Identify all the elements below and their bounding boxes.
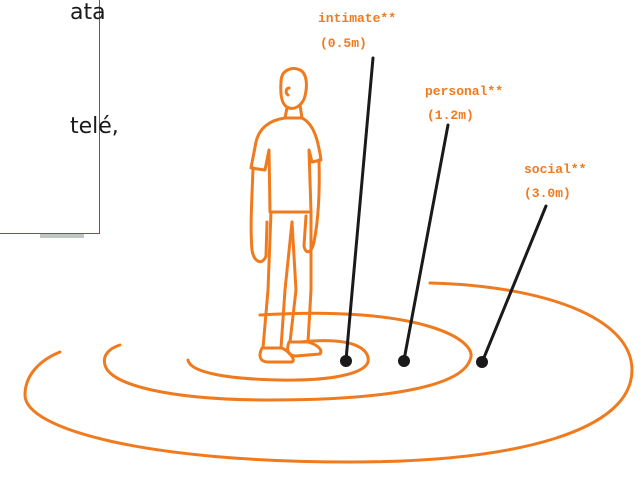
social-distance: (3.0m) — [524, 186, 571, 201]
social-pointer-line — [483, 206, 546, 360]
personal-zone-ring — [104, 313, 471, 400]
social-zone-ring — [25, 283, 632, 462]
social-label: social** — [524, 162, 586, 177]
personal-distance: (1.2m) — [427, 108, 474, 123]
personal-label: personal** — [425, 84, 503, 99]
personal-marker — [398, 355, 410, 367]
social-marker — [476, 356, 488, 368]
intimate-label: intimate** — [318, 11, 396, 26]
intimate-marker — [340, 355, 352, 367]
person-figure — [251, 69, 321, 363]
intimate-distance: (0.5m) — [320, 36, 367, 51]
